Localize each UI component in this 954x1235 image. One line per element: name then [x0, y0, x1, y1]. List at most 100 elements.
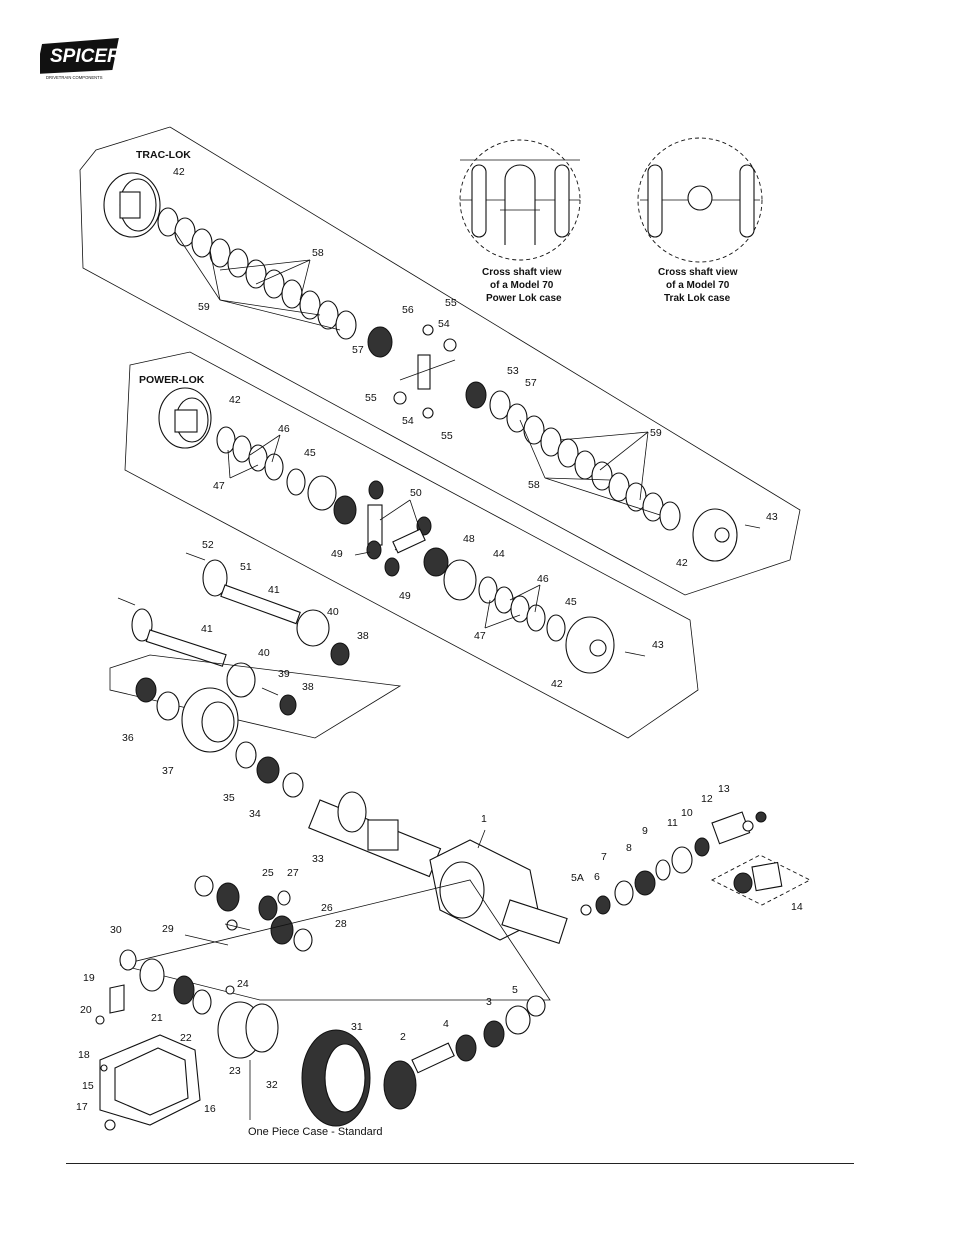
callout-8: 8 [626, 842, 632, 854]
callout-42d: 42 [551, 678, 563, 690]
callout-45b: 45 [565, 596, 577, 608]
callout-41b: 41 [201, 623, 213, 635]
callout-5: 5 [512, 984, 518, 996]
callout-24: 24 [237, 978, 249, 990]
callout-55c: 55 [441, 430, 453, 442]
callout-42c: 42 [676, 557, 688, 569]
callout-48: 48 [463, 533, 475, 545]
callout-57b: 57 [525, 377, 537, 389]
axle-housing [308, 791, 568, 944]
callout-22: 22 [180, 1032, 192, 1044]
callout-49a: 49 [331, 548, 343, 560]
callout-37: 37 [162, 765, 174, 777]
callout-21: 21 [151, 1012, 163, 1024]
callout-51: 51 [240, 561, 252, 573]
carrier-ring-gear [95, 949, 546, 1127]
callout-26: 26 [321, 902, 333, 914]
power-lok-lower-stack [443, 559, 646, 674]
callout-43b: 43 [652, 639, 664, 651]
callout-13: 13 [718, 783, 730, 795]
power-lok-enclosure [124, 351, 699, 739]
cross-view-trak-lok [637, 137, 763, 263]
callout-52: 52 [202, 539, 214, 551]
power-lok-leader-lines [227, 434, 281, 479]
trac-lok-enclosure [79, 126, 801, 596]
callout-39: 39 [278, 668, 290, 680]
callout-38b: 38 [302, 681, 314, 693]
callout-53: 53 [507, 365, 519, 377]
callout-12: 12 [701, 793, 713, 805]
callout-35: 35 [223, 792, 235, 804]
callout-20: 20 [80, 1004, 92, 1016]
power-lok-upper-stack [216, 426, 384, 525]
yoke-enclosure [711, 854, 811, 906]
callout-5a: 5A [571, 872, 584, 884]
callout-2: 2 [400, 1031, 406, 1043]
callout-33: 33 [312, 853, 324, 865]
callout-7: 7 [601, 851, 607, 863]
cross-view-2-line3: Trak Lok case [664, 293, 731, 304]
callout-6: 6 [594, 871, 600, 883]
callout-42a: 42 [173, 166, 185, 178]
callout-49b: 49 [399, 590, 411, 602]
callout-40b: 40 [258, 647, 270, 659]
callout-41a: 41 [268, 584, 280, 596]
trac-lok-clutch-plates-lower [489, 390, 761, 562]
power-lok-title: POWER-LOK [139, 374, 205, 386]
callout-32: 32 [266, 1079, 278, 1091]
cross-view-2-line2: of a Model 70 [666, 280, 730, 291]
axle-shafts [117, 552, 350, 716]
callout-56: 56 [402, 304, 414, 316]
callout-54a: 54 [438, 318, 450, 330]
flange-yoke [733, 861, 783, 894]
cross-view-power-lok [459, 139, 581, 261]
callout-58a: 58 [312, 247, 324, 259]
callout-46b: 46 [537, 573, 549, 585]
trac-lok-case-half [103, 172, 161, 238]
callout-23: 23 [229, 1065, 241, 1077]
callout-29: 29 [162, 923, 174, 935]
callout-57a: 57 [352, 344, 364, 356]
logo-tagline: DRIVETRAIN COMPONENTS [46, 75, 103, 80]
callout-45a: 45 [304, 447, 316, 459]
callout-31: 31 [351, 1021, 363, 1033]
callout-28: 28 [335, 918, 347, 930]
callout-9: 9 [642, 825, 648, 837]
one-piece-case-caption: One Piece Case - Standard [248, 1126, 383, 1138]
callout-59b: 59 [650, 427, 662, 439]
footer-rule [66, 1163, 854, 1164]
pinion-stack [580, 811, 767, 916]
power-lok-case-half [158, 387, 212, 449]
power-lok-lower-leaders [484, 584, 541, 629]
callout-1: 1 [481, 813, 487, 825]
callout-27: 27 [287, 867, 299, 879]
callout-30: 30 [110, 924, 122, 936]
diff-enclosure [119, 879, 551, 1001]
hub-bearings [135, 677, 304, 798]
callout-42b: 42 [229, 394, 241, 406]
cross-view-1-line3: Power Lok case [486, 293, 562, 304]
trac-lok-title: TRAC-LOK [136, 149, 191, 161]
callout-15: 15 [82, 1080, 94, 1092]
callout-43a: 43 [766, 511, 778, 523]
callout-59a: 59 [198, 301, 210, 313]
callout-25: 25 [262, 867, 274, 879]
callout-46a: 46 [278, 423, 290, 435]
callout-54b: 54 [402, 415, 414, 427]
callout-55a: 55 [445, 297, 457, 309]
trac-lok-clutch-plates-upper [157, 207, 393, 358]
callout-17: 17 [76, 1101, 88, 1113]
callout-3: 3 [486, 996, 492, 1008]
trac-lok-leader-lines [174, 231, 341, 331]
callout-40a: 40 [327, 606, 339, 618]
callout-labels: 1 2 3 4 5 5A 6 7 8 9 10 11 12 13 14 15 1… [76, 166, 803, 1115]
callout-4: 4 [443, 1018, 449, 1030]
cross-view-1-line1: Cross shaft view [482, 267, 562, 278]
callout-38a: 38 [357, 630, 369, 642]
callout-47a: 47 [213, 480, 225, 492]
callout-16: 16 [204, 1103, 216, 1115]
callout-10: 10 [681, 807, 693, 819]
callout-47b: 47 [474, 630, 486, 642]
cross-view-1-line2: of a Model 70 [490, 280, 554, 291]
callout-44: 44 [493, 548, 505, 560]
